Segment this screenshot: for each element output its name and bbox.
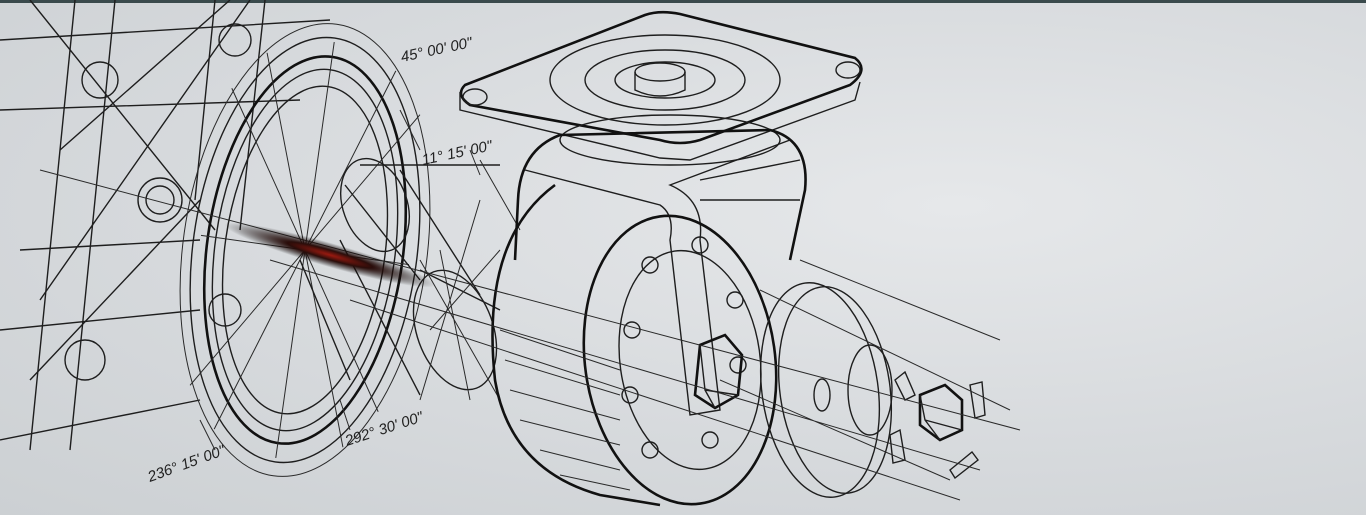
- hub-cylinder: [299, 157, 521, 401]
- angle-label-292: 292° 30' 00": [342, 408, 426, 450]
- wheel-body: [491, 183, 778, 507]
- top-plate: [459, 10, 863, 166]
- hex-nut: [889, 370, 986, 480]
- axis-lines: [39, 109, 1021, 501]
- side-disc: [759, 282, 893, 498]
- motion-streak: [224, 222, 436, 288]
- angle-label-236: 236° 15' 00": [145, 442, 228, 486]
- angle-label-11: 11° 15' 00": [420, 137, 494, 169]
- fork-bracket: [513, 128, 807, 416]
- background-grid: [0, 0, 331, 451]
- angle-label-45: 45° 00' 00": [399, 34, 474, 66]
- top-border: [0, 0, 1366, 3]
